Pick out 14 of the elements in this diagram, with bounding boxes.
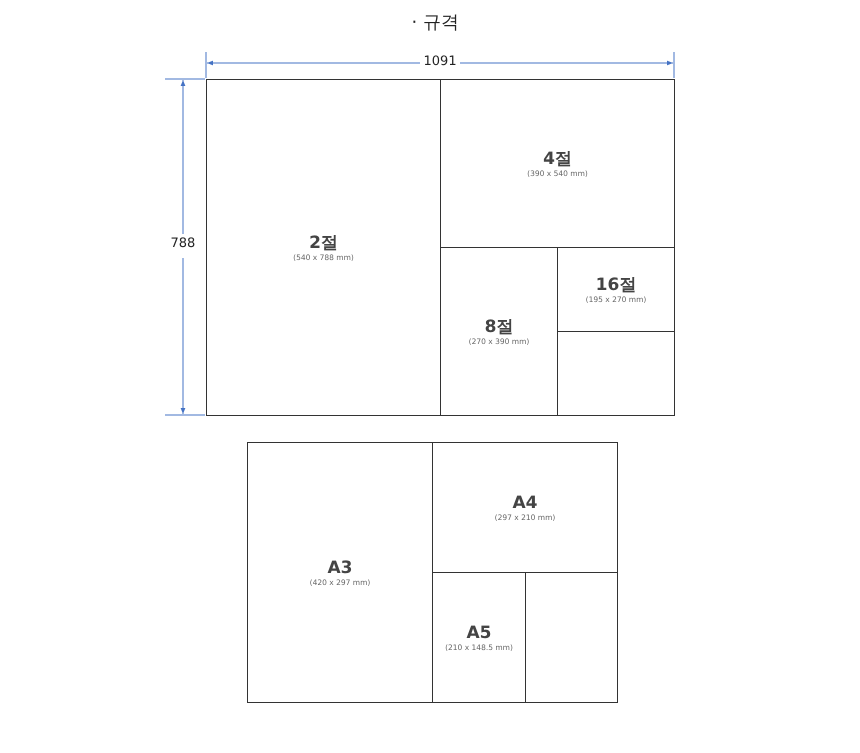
size-name: 16절 xyxy=(596,274,636,294)
size-name: 2절 xyxy=(309,232,338,252)
size-name: A5 xyxy=(466,622,492,642)
diagram-title: · 규격 xyxy=(412,11,459,34)
size-name: A3 xyxy=(328,558,352,578)
size-name: 8절 xyxy=(484,316,514,336)
paper-size-region xyxy=(247,442,433,703)
paper-size-region xyxy=(440,79,675,248)
size-name: A4 xyxy=(512,492,538,512)
paper-size-region xyxy=(432,442,618,573)
paper-size-region xyxy=(206,79,441,416)
size-name: 4절 xyxy=(543,148,572,168)
empty-box xyxy=(557,331,675,416)
empty-box xyxy=(525,572,618,703)
